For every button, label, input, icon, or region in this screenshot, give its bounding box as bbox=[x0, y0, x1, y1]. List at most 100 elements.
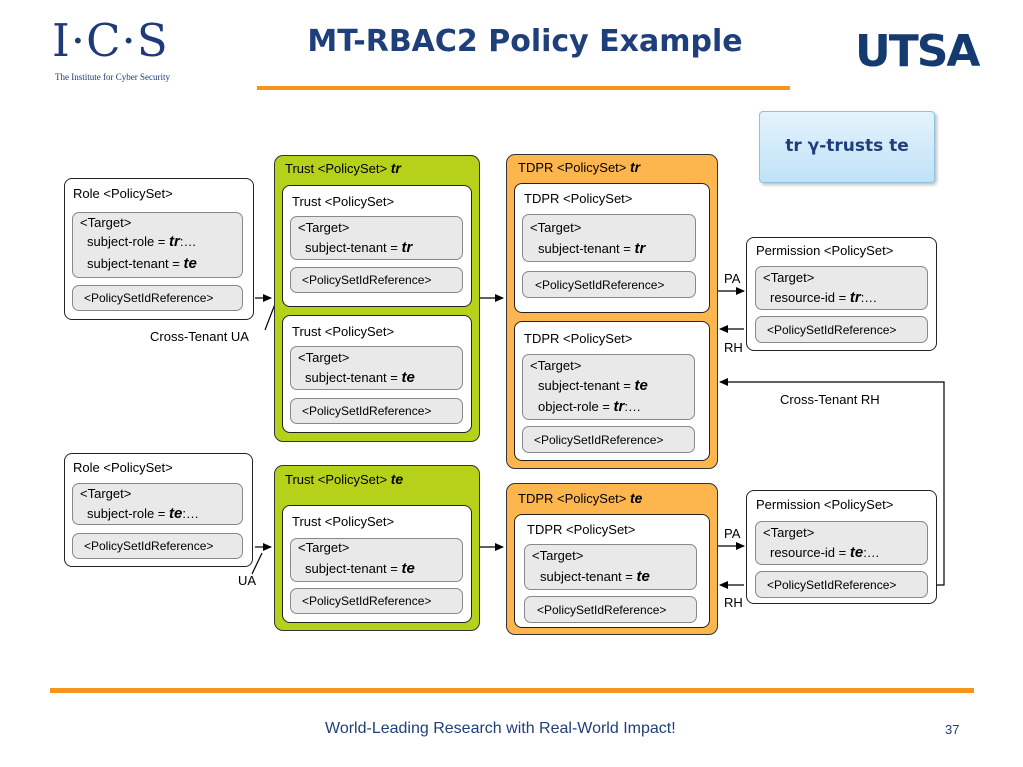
subject-role-key: subject-role = bbox=[87, 506, 170, 521]
ellipsis: :… bbox=[624, 399, 641, 414]
rh-label: RH bbox=[724, 595, 743, 610]
ref-label: <PolicySetIdReference> bbox=[302, 404, 432, 418]
trust-policyset-label: Trust <PolicySet> bbox=[292, 194, 395, 209]
trust-tr-outer-label: Trust <PolicySet> tr bbox=[285, 160, 401, 177]
page-number: 37 bbox=[945, 722, 960, 737]
target-label: <Target> bbox=[298, 350, 350, 365]
ellipsis: :… bbox=[182, 506, 199, 521]
tdpr-target-3 bbox=[524, 544, 697, 590]
page-title: MT-RBAC2 Policy Example bbox=[307, 24, 743, 59]
footer-tagline: World-Leading Research with Real-World I… bbox=[325, 720, 676, 737]
tenant-tr: tr bbox=[401, 239, 413, 256]
tenant-te: te bbox=[390, 471, 404, 487]
tenant-tr: tr bbox=[613, 398, 625, 415]
trust-outer-key: Trust <PolicySet> bbox=[285, 472, 391, 487]
ellipsis: :… bbox=[860, 290, 878, 305]
target-label: <Target> bbox=[80, 215, 132, 230]
trust-target-te bbox=[290, 346, 463, 390]
cross-tenant-rh-label: Cross-Tenant RH bbox=[780, 392, 880, 407]
ref-label: <PolicySetIdReference> bbox=[84, 539, 214, 553]
target-label: <Target> bbox=[763, 525, 815, 540]
ua-label: UA bbox=[238, 573, 257, 588]
trust-te-outer-label: Trust <PolicySet> te bbox=[285, 471, 403, 488]
ref-role-tr bbox=[72, 285, 243, 311]
tenant-te: te bbox=[630, 490, 643, 506]
tenant-te: te bbox=[636, 568, 650, 585]
ref-tdpr-2 bbox=[522, 426, 695, 453]
tenant-te: te bbox=[849, 544, 864, 561]
trust-callout: tr γ-trusts te bbox=[759, 111, 935, 183]
object-role-line: object-role = tr:… bbox=[538, 399, 641, 415]
tenant-te: te bbox=[401, 369, 415, 386]
subject-tenant-key: subject-tenant = bbox=[305, 370, 402, 385]
tdpr-policyset-label: TDPR <PolicySet> bbox=[527, 522, 636, 537]
ref-label: <PolicySetIdReference> bbox=[767, 323, 897, 337]
ref-label: <PolicySetIdReference> bbox=[535, 278, 665, 292]
target-label: <Target> bbox=[298, 220, 350, 235]
resource-id-line: resource-id = te:… bbox=[770, 545, 880, 561]
subject-tenant-key: subject-tenant = bbox=[305, 240, 402, 255]
resource-id-key: resource-id = bbox=[770, 545, 850, 560]
tenant-tr: tr bbox=[169, 233, 180, 250]
cross-tenant-ua-label: Cross-Tenant UA bbox=[150, 329, 249, 344]
subject-tenant-key: subject-tenant = bbox=[540, 569, 637, 584]
subject-tenant-key: subject-tenant = bbox=[538, 241, 635, 256]
subject-tenant-line: subject-tenant = te bbox=[540, 569, 650, 585]
trust-policyset-label: Trust <PolicySet> bbox=[292, 324, 395, 339]
ref-trust-tr bbox=[290, 267, 463, 293]
target-label: <Target> bbox=[530, 220, 582, 235]
subject-tenant-line: subject-tenant = te bbox=[305, 370, 415, 386]
permission-policyset-label: Permission <PolicySet> bbox=[756, 497, 894, 512]
tenant-tr: tr bbox=[849, 289, 861, 306]
ref-trust-te-2 bbox=[290, 588, 463, 614]
resource-id-key: resource-id = bbox=[770, 290, 850, 305]
ref-label: <PolicySetIdReference> bbox=[534, 433, 664, 447]
tenant-te: te bbox=[183, 255, 197, 272]
tenant-te: te bbox=[169, 505, 183, 522]
trust-outer-key: Trust <PolicySet> bbox=[285, 161, 391, 176]
tdpr-target-1 bbox=[522, 214, 696, 262]
trust-target-te-2 bbox=[290, 538, 463, 582]
tdpr-outer-key: TDPR <PolicySet> bbox=[518, 491, 630, 506]
subject-tenant-line: subject-tenant = tr bbox=[538, 241, 645, 257]
tenant-tr: tr bbox=[390, 160, 401, 176]
tdpr-outer-key: TDPR <PolicySet> bbox=[518, 160, 630, 175]
target-label: <Target> bbox=[532, 548, 584, 563]
ref-role-te bbox=[72, 533, 243, 559]
permission-policyset-label: Permission <PolicySet> bbox=[756, 243, 894, 258]
tenant-tr: tr bbox=[634, 240, 646, 257]
cross-tenant-ua-pointer bbox=[264, 303, 276, 331]
ics-logo-subtitle: The Institute for Cyber Security bbox=[55, 72, 170, 82]
tdpr-policyset-label: TDPR <PolicySet> bbox=[524, 191, 633, 206]
role-policyset-label: Role <PolicySet> bbox=[73, 186, 173, 201]
subject-role-line: subject-role = te:… bbox=[87, 506, 199, 522]
ref-label: <PolicySetIdReference> bbox=[84, 291, 214, 305]
object-role-key: object-role = bbox=[538, 399, 614, 414]
subject-tenant-key: subject-tenant = bbox=[87, 256, 184, 271]
tdpr-te-outer-label: TDPR <PolicySet> te bbox=[518, 490, 642, 507]
tdpr-tr-outer-label: TDPR <PolicySet> tr bbox=[518, 159, 640, 176]
trust-target-tr bbox=[290, 216, 463, 260]
ref-label: <PolicySetIdReference> bbox=[302, 273, 432, 287]
ics-logo: I·C·S The Institute for Cyber Security bbox=[52, 16, 170, 83]
ellipsis: :… bbox=[179, 234, 197, 249]
ref-tdpr-1 bbox=[522, 271, 696, 298]
callout-text: tr γ-trusts te bbox=[785, 136, 909, 156]
permission-target-te bbox=[755, 521, 928, 565]
tenant-tr: tr bbox=[630, 159, 641, 175]
target-label: <Target> bbox=[298, 540, 350, 555]
pa-label: PA bbox=[724, 526, 741, 541]
permission-target-tr bbox=[755, 266, 928, 310]
subject-tenant-line: subject-tenant = tr bbox=[305, 240, 412, 256]
tenant-te: te bbox=[634, 377, 648, 394]
ua-pointer bbox=[251, 552, 263, 575]
tenant-te: te bbox=[401, 560, 415, 577]
rh-label: RH bbox=[724, 340, 743, 355]
pa-label: PA bbox=[724, 271, 741, 286]
subject-tenant-line: subject-tenant = te bbox=[538, 378, 648, 394]
ref-permission-te bbox=[755, 571, 928, 598]
ref-label: <PolicySetIdReference> bbox=[302, 594, 432, 608]
target-label: <Target> bbox=[530, 358, 582, 373]
target-label: <Target> bbox=[763, 270, 815, 285]
target-label: <Target> bbox=[80, 486, 132, 501]
